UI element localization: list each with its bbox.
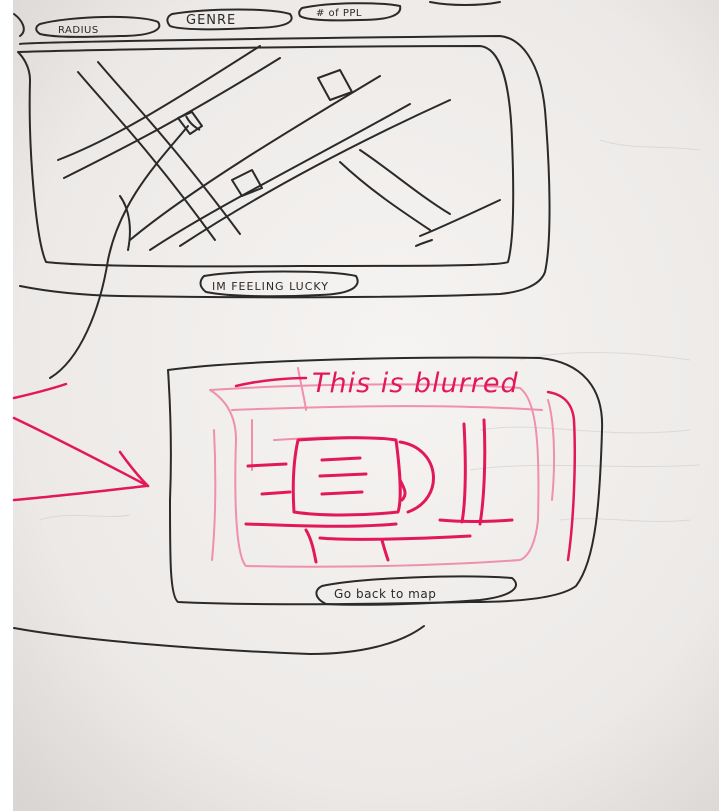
blurred-annotation: This is blurred xyxy=(312,368,519,399)
board-left-edge xyxy=(0,0,13,811)
radius-filter-label: RADIUS xyxy=(58,25,99,36)
people-filter-label: # of PPL xyxy=(316,8,362,19)
go-back-label: Go back to map xyxy=(334,587,436,601)
feeling-lucky-label: IM FEELING LUCKY xyxy=(212,280,329,293)
genre-filter-label: GENRE xyxy=(186,13,236,28)
